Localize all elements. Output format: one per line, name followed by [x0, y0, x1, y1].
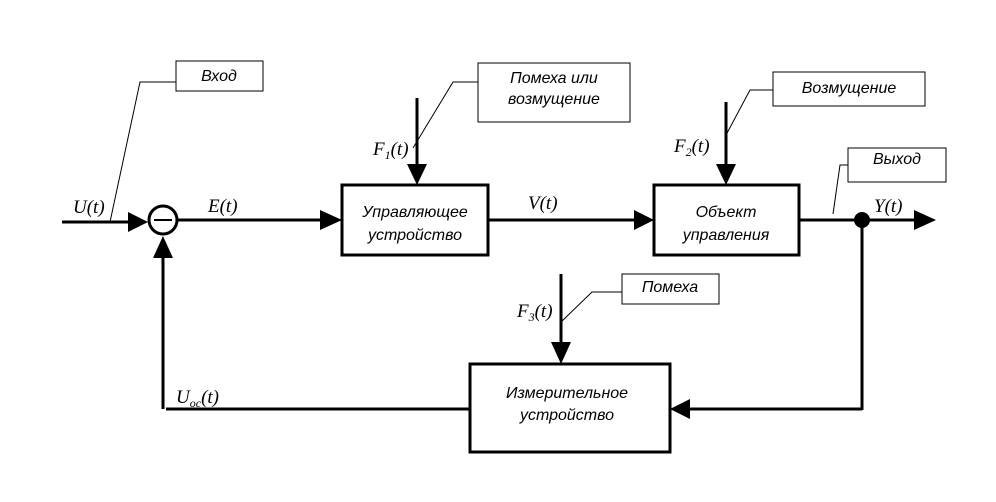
output-arrowhead: [914, 210, 936, 230]
noise1-callout-box: [477, 62, 631, 123]
plant-label-line1: Объект: [696, 204, 757, 221]
f2-arrowhead: [716, 164, 736, 185]
plant-block: [652, 183, 801, 257]
disturbance-callout-box: [772, 71, 926, 107]
feedback-signal-label: Uос(t): [176, 387, 219, 410]
sensor-input-arrowhead: [670, 399, 690, 419]
noise3-callout-leader: [560, 291, 622, 323]
plant-label-line2: управления: [682, 227, 770, 244]
noise3-callout-box: [621, 273, 720, 305]
f3-signal-label: F3(t): [516, 301, 553, 324]
f3-arrowhead: [551, 342, 571, 364]
f1-signal-label: F1(t): [372, 139, 409, 162]
output-callout-box: [847, 147, 947, 183]
error-signal-label: E(t): [207, 196, 238, 217]
noise3-callout-label: Помеха: [642, 279, 698, 296]
f2-signal-label: F2(t): [673, 136, 710, 159]
controller-block: [340, 183, 490, 257]
output-callout-leader: [832, 164, 848, 215]
noise1-callout-label-line1: Помеха или: [510, 70, 598, 87]
output-callout-label: Выход: [873, 151, 921, 168]
noise1-callout-leader: [412, 81, 478, 149]
disturbance-callout-leader: [725, 89, 773, 136]
feedback-arrowhead: [153, 236, 173, 258]
sensor-block: [468, 362, 672, 454]
f1-arrowhead: [407, 164, 427, 185]
input-callout-box: [175, 60, 264, 92]
sensor-label-line2: устройство: [519, 407, 614, 424]
controller-label-line2: устройство: [367, 227, 462, 244]
control-arrowhead: [634, 210, 654, 230]
sensor-label-line1: Измерительное: [506, 385, 628, 402]
disturbance-callout-label: Возмущение: [802, 80, 897, 97]
output-signal-label: Y(t): [874, 196, 903, 217]
input-arrowhead: [128, 212, 148, 232]
error-arrowhead: [320, 210, 342, 230]
controller-label-line1: Управляющее: [361, 204, 468, 221]
control-signal-label: V(t): [528, 193, 558, 214]
noise1-callout-label-line2: возмущение: [508, 91, 600, 108]
input-callout-label: Вход: [201, 68, 237, 85]
input-signal-label: U(t): [73, 197, 105, 218]
input-callout-leader: [109, 81, 176, 223]
